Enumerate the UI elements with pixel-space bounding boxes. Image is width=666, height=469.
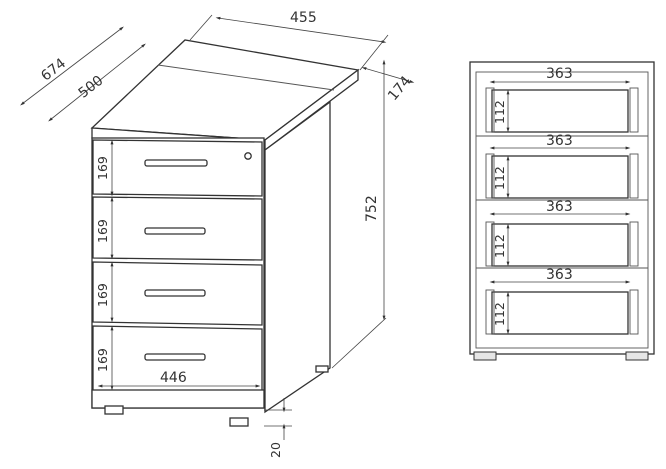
dim-drawer-inner-width-4: 363	[546, 267, 573, 283]
dim-inner-width: 446	[160, 370, 187, 386]
dim-drawer-height-1: 169	[95, 156, 110, 180]
dim-drawer-inner-height-3: 112	[492, 234, 507, 258]
dimensions-section: 363 363 363 363 112 112 112 112	[489, 66, 631, 335]
dim-depth-body: 500	[76, 73, 107, 102]
cabinet-front-section	[469, 61, 655, 361]
dim-drawer-height-2: 169	[95, 219, 110, 243]
foot	[315, 365, 329, 373]
drawer-handle	[144, 289, 206, 297]
dim-drawer-inner-height-4: 112	[492, 302, 507, 326]
dim-width-top: 455	[290, 10, 317, 26]
lock-icon	[244, 152, 252, 160]
drawer-1	[92, 139, 263, 197]
drawer-handle	[144, 159, 208, 167]
section-drawer-2	[476, 153, 648, 201]
dim-drawer-inner-width-1: 363	[546, 66, 573, 82]
drawer-handle	[144, 353, 206, 361]
dim-drawer-height-4: 169	[95, 348, 110, 372]
dim-drawer-inner-width-3: 363	[546, 199, 573, 215]
section-drawer-1	[476, 87, 648, 137]
drawer-2	[92, 196, 263, 261]
dim-drawer-height-3: 169	[95, 283, 110, 307]
section-drawer-4	[485, 289, 639, 335]
section-drawer-3	[476, 221, 648, 269]
foot	[229, 417, 249, 427]
dim-drawer-inner-height-1: 112	[492, 100, 507, 124]
cabinet-3d-view	[90, 39, 360, 427]
drawer-3	[92, 261, 263, 326]
dim-height-total: 752	[364, 195, 380, 222]
dim-drawer-inner-height-2: 112	[492, 166, 507, 190]
dim-plinth-height: 20	[268, 442, 283, 458]
drawer-handle	[144, 227, 206, 235]
cabinet-side	[264, 100, 331, 414]
foot	[104, 405, 124, 415]
dim-top-overhang: 174	[385, 73, 414, 104]
dim-drawer-inner-width-2: 363	[546, 133, 573, 149]
